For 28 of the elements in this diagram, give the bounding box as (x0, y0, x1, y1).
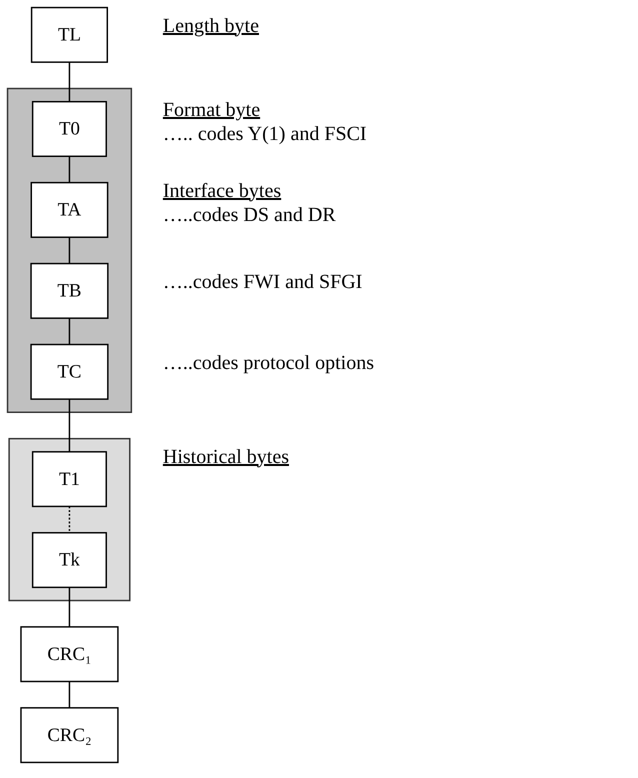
connector (68, 318, 70, 345)
section-heading: Format byte (162, 98, 260, 122)
note-text: ….. codes Y(1) and FSCI (162, 122, 367, 146)
node-box (32, 451, 107, 508)
node-box (20, 626, 119, 682)
note-text: …..codes FWI and SFGI (162, 270, 362, 294)
node-box (30, 344, 109, 400)
flowchart: TL T0 TA TB TC T1 Tk CRC₁ CRC₂ (0, 0, 139, 770)
connector (68, 587, 70, 627)
note-text: …..codes protocol options (162, 350, 374, 375)
node-box (30, 6, 108, 63)
section-heading: Historical bytes (162, 444, 289, 469)
section-heading: Length byte (162, 14, 259, 38)
node-box (30, 262, 109, 319)
connector (68, 506, 70, 533)
connector (68, 682, 70, 708)
connector (68, 62, 70, 102)
cluster (8, 438, 130, 602)
connector (68, 399, 70, 452)
node-box (32, 532, 107, 588)
node-box (30, 182, 108, 238)
connector (68, 156, 70, 183)
node-box (32, 100, 107, 157)
connector (68, 237, 70, 264)
section-heading: Interface bytes (162, 178, 282, 203)
note-text: …..codes DS and DR (162, 202, 336, 227)
cluster (6, 88, 132, 413)
node-box (20, 707, 119, 764)
